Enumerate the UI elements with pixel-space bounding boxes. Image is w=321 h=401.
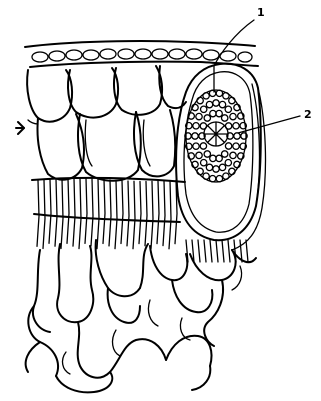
druse-bead	[225, 160, 231, 166]
druse-bead	[216, 155, 222, 161]
druse-bead	[200, 143, 206, 149]
druse-bead	[216, 176, 222, 182]
druse-bead	[206, 101, 212, 107]
druse-crystal	[185, 66, 247, 182]
druse-bead	[230, 152, 236, 158]
label-1: 1	[257, 6, 265, 19]
palisade-cell-wall	[97, 179, 99, 248]
druse-bead	[192, 133, 198, 139]
palisade-cell-wall	[49, 180, 51, 244]
druse-bead	[193, 123, 199, 129]
druse-bead	[233, 123, 239, 129]
palisade-cell-wall	[67, 179, 69, 244]
druse-bead	[196, 152, 202, 158]
spongy-mesophyll	[26, 240, 256, 392]
druse-bead	[201, 160, 207, 166]
druse-bead	[206, 164, 212, 170]
palisade-cell-wall	[91, 179, 93, 246]
druse-bead	[230, 113, 236, 119]
druse-bead	[225, 106, 231, 112]
palisade-cell-wall	[157, 181, 159, 243]
druse-bead	[213, 166, 219, 172]
label-2: 2	[304, 108, 312, 121]
palisade-cell-wall	[79, 179, 81, 249]
druse-bead	[203, 173, 209, 179]
druse-bead	[201, 106, 207, 112]
druse-bead	[209, 176, 215, 182]
palisade-cell-wall	[61, 179, 63, 249]
druse-bead	[204, 115, 210, 121]
druse-bead	[219, 101, 225, 107]
druse-bead	[233, 143, 239, 149]
palisade-cell-wall	[198, 240, 200, 262]
palisade-cell-wall	[85, 179, 87, 244]
palisade-cell-wall	[133, 181, 135, 248]
druse-bead	[193, 143, 199, 149]
druse-bead	[216, 110, 222, 116]
palisade-cell-wall	[204, 240, 206, 262]
palisade-cell-wall	[228, 240, 230, 262]
druse-bead	[213, 100, 219, 106]
palisade-cell-wall	[109, 180, 111, 246]
palisade-cell-wall	[121, 181, 123, 244]
druse-bead	[197, 168, 203, 174]
hypodermis-cells	[16, 66, 186, 181]
druse-bead	[219, 164, 225, 170]
palisade-cell-wall	[216, 240, 218, 262]
palisade-cell-wall	[163, 181, 165, 246]
druse-bead	[196, 113, 202, 119]
palisade-cell-wall	[55, 179, 57, 246]
palisade-cell-wall	[222, 240, 224, 262]
druse-bead	[229, 97, 235, 103]
druse-bead	[223, 93, 229, 99]
druse-bead	[229, 168, 235, 174]
druse-bead	[222, 151, 228, 157]
druse-bead	[210, 155, 216, 161]
palisade-cell-wall	[103, 180, 105, 244]
palisade-cell-wall	[210, 240, 212, 262]
druse-bead	[204, 151, 210, 157]
druse-bead	[203, 93, 209, 99]
druse-bead	[234, 133, 240, 139]
druse-bead	[197, 97, 203, 103]
palisade-cell-wall	[246, 240, 248, 262]
palisade-layer	[32, 178, 248, 262]
druse-bead	[209, 90, 215, 96]
palisade-cell-wall	[127, 181, 129, 246]
palisade-cell-wall	[139, 181, 141, 243]
druse-bead	[222, 115, 228, 121]
palisade-cell-wall	[145, 181, 147, 245]
druse-bead	[225, 143, 231, 149]
druse-bead	[223, 173, 229, 179]
palisade-cell-wall	[169, 181, 171, 249]
druse-bead	[216, 90, 222, 96]
palisade-cell-wall	[73, 179, 75, 247]
palisade-cell-wall	[151, 181, 153, 248]
druse-bead	[210, 110, 216, 116]
palisade-cell-wall	[115, 180, 117, 248]
